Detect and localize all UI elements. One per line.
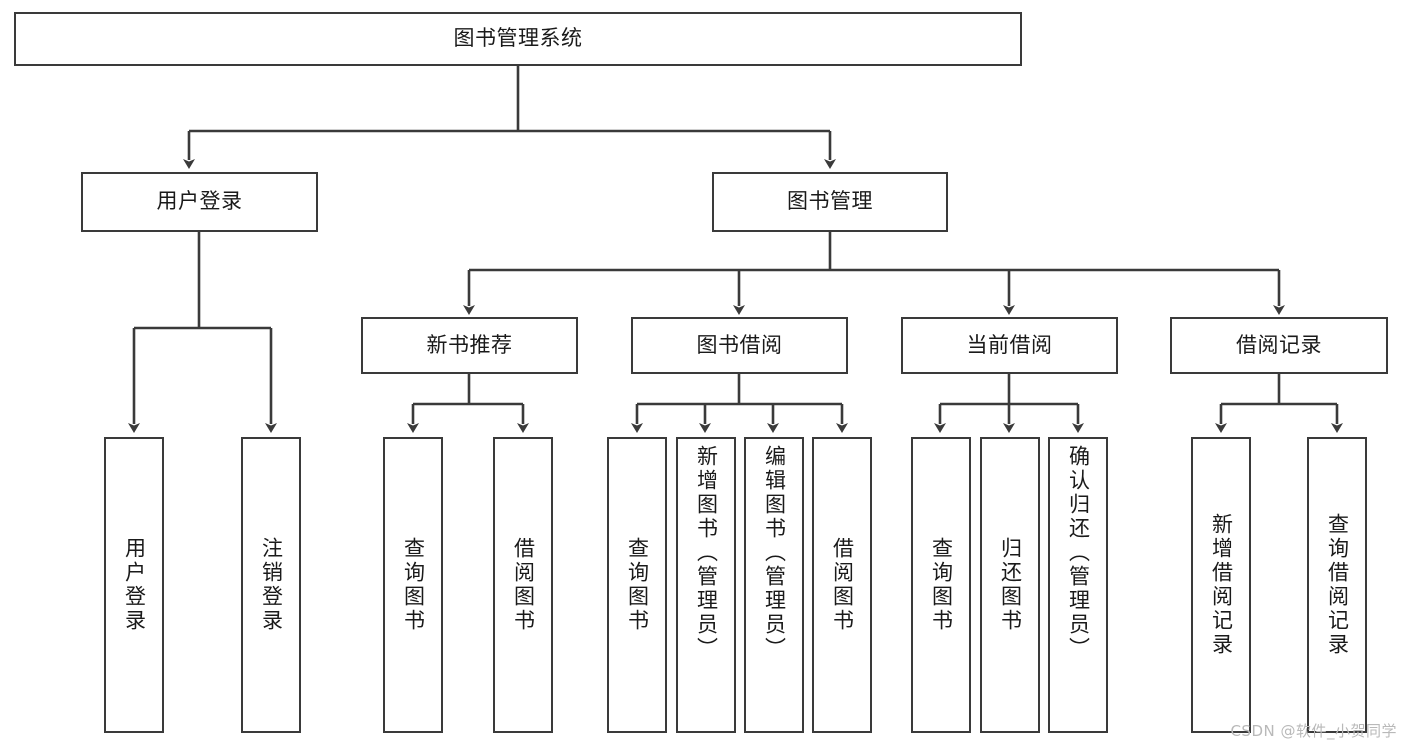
edge-group-user-login (128, 232, 277, 433)
node-book-borrow[interactable]: 图书借阅 (631, 317, 848, 374)
leaf-new-book-query[interactable]: 查询图书 (383, 437, 443, 733)
leaf-user-login-login[interactable]: 用户登录 (104, 437, 164, 733)
node-label: 用户登录 (156, 189, 243, 214)
leaf-current-borrow-return[interactable]: 归还图书 (980, 437, 1040, 733)
node-label: 借阅图书 (830, 537, 855, 633)
leaf-book-borrow-borrow[interactable]: 借阅图书 (812, 437, 872, 733)
node-label: 查询图书 (625, 537, 650, 633)
node-label: 借阅记录 (1236, 332, 1322, 357)
node-label: 查询图书 (401, 537, 426, 633)
leaf-borrow-record-add[interactable]: 新增借阅记录 (1191, 437, 1251, 733)
edge-group-current-borrow (934, 374, 1084, 433)
node-label: 确认归还（管理员） (1066, 445, 1091, 661)
watermark-text: CSDN @软件_小贺同学 (1230, 722, 1397, 740)
node-label: 当前借阅 (966, 332, 1053, 357)
node-label: 图书借阅 (696, 332, 783, 357)
node-label: 借阅图书 (511, 537, 536, 633)
node-label: 查询借阅记录 (1325, 513, 1350, 657)
node-user-login[interactable]: 用户登录 (81, 172, 318, 232)
node-label: 编辑图书（管理员） (762, 445, 787, 661)
leaf-book-borrow-query[interactable]: 查询图书 (607, 437, 667, 733)
edge-group-book-mgmt (463, 232, 1285, 315)
node-label: 图书管理系统 (453, 26, 583, 51)
node-borrow-record[interactable]: 借阅记录 (1170, 317, 1388, 374)
node-label: 新书推荐 (426, 332, 513, 357)
node-label: 新增借阅记录 (1209, 513, 1234, 657)
node-root-system[interactable]: 图书管理系统 (14, 12, 1022, 66)
node-label: 图书管理 (787, 189, 873, 214)
node-label: 查询图书 (929, 537, 954, 633)
node-label: 注销登录 (259, 537, 284, 633)
edge-group-book-borrow (631, 374, 848, 433)
edge-group-new-book (407, 374, 529, 433)
leaf-borrow-record-query[interactable]: 查询借阅记录 (1307, 437, 1367, 733)
edge-group-borrow-record (1215, 374, 1343, 433)
leaf-user-login-logout[interactable]: 注销登录 (241, 437, 301, 733)
leaf-current-borrow-confirm-return[interactable]: 确认归还（管理员） (1048, 437, 1108, 733)
node-label: 新增图书（管理员） (694, 445, 719, 661)
leaf-book-borrow-edit[interactable]: 编辑图书（管理员） (744, 437, 804, 733)
leaf-book-borrow-add[interactable]: 新增图书（管理员） (676, 437, 736, 733)
node-label: 归还图书 (998, 537, 1023, 633)
leaf-new-book-borrow[interactable]: 借阅图书 (493, 437, 553, 733)
node-label: 用户登录 (122, 537, 147, 633)
leaf-current-borrow-query[interactable]: 查询图书 (911, 437, 971, 733)
edge-group-root (183, 66, 836, 169)
node-new-book-recommend[interactable]: 新书推荐 (361, 317, 578, 374)
node-current-borrow[interactable]: 当前借阅 (901, 317, 1118, 374)
node-book-management[interactable]: 图书管理 (712, 172, 948, 232)
